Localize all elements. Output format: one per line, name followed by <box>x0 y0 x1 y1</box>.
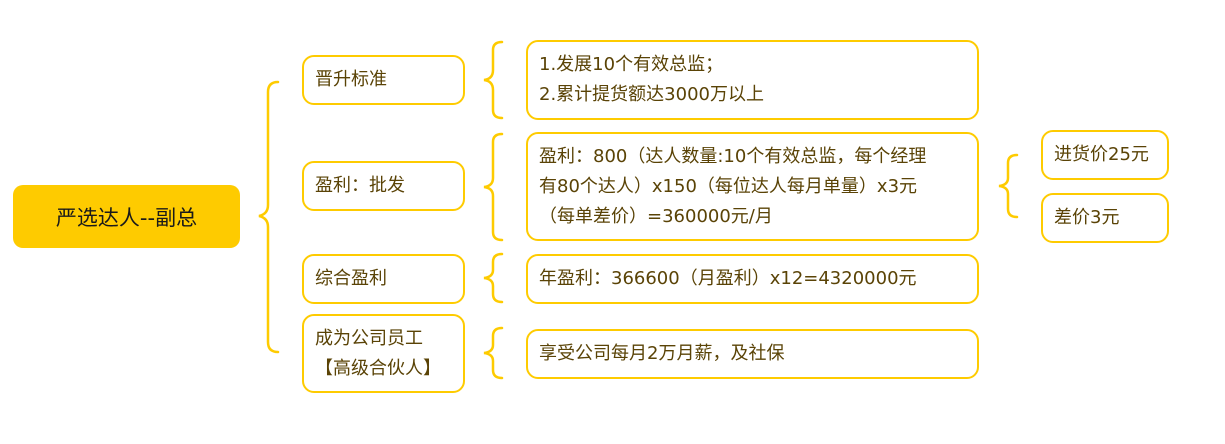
branch-profit-wholesale[interactable]: 盈利：批发 <box>302 161 465 211</box>
detail-line: 享受公司每月2万月薪，及社保 <box>539 343 785 364</box>
detail-line: 1.发展10个有效总监； <box>539 54 724 75</box>
detail-line: 盈利：800（达人数量:10个有效总监，每个经理 <box>539 145 927 167</box>
detail-become-employee[interactable]: 享受公司每月2万月薪，及社保 <box>526 329 979 379</box>
branch-label: 综合盈利 <box>315 268 387 289</box>
branch-become-employee[interactable]: 成为公司员工 【高级合伙人】 <box>302 314 465 393</box>
detail-promotion-criteria[interactable]: 1.发展10个有效总监； 2.累计提货额达3000万以上 <box>526 40 979 120</box>
sub-purchase-price[interactable]: 进货价25元 <box>1041 130 1169 180</box>
branch-label: 成为公司员工 <box>315 327 423 349</box>
sub-label: 进货价25元 <box>1054 144 1149 165</box>
root-label: 严选达人--副总 <box>55 205 198 230</box>
root-node[interactable]: 严选达人--副总 <box>13 185 240 248</box>
branch-overall-profit[interactable]: 综合盈利 <box>302 254 465 304</box>
branch-promotion-criteria[interactable]: 晋升标准 <box>302 55 465 105</box>
detail-line: （每单差价）=360000元/月 <box>539 205 773 227</box>
detail-profit-wholesale[interactable]: 盈利：800（达人数量:10个有效总监，每个经理 有80个达人）x150（每位达… <box>526 132 979 241</box>
branch-label: 晋升标准 <box>315 69 387 90</box>
detail-line: 2.累计提货额达3000万以上 <box>539 84 764 105</box>
detail-line: 年盈利：366600（月盈利）x12=4320000元 <box>539 268 917 289</box>
sub-label: 差价3元 <box>1054 207 1120 228</box>
detail-line: 有80个达人）x150（每位达人每月单量）x3元 <box>539 175 918 197</box>
detail-overall-profit[interactable]: 年盈利：366600（月盈利）x12=4320000元 <box>526 254 979 304</box>
sub-price-difference[interactable]: 差价3元 <box>1041 193 1169 243</box>
branch-label: 盈利：批发 <box>315 175 405 196</box>
branch-label: 【高级合伙人】 <box>315 357 441 379</box>
